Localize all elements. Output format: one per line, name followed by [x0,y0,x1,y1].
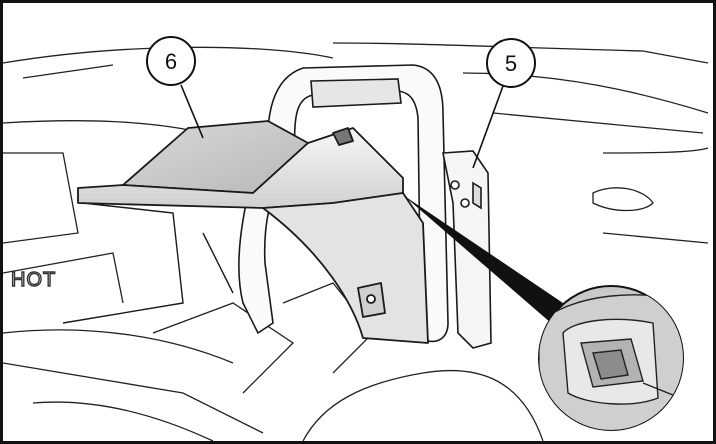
technical-illustration: HOT 6 5 [3,36,709,441]
callout-5: 5 [472,38,536,169]
magnifier-pointer [403,195,563,323]
vehicle-brand-text: HOT [11,269,56,291]
callout-6: 6 [146,36,204,139]
callout-6-label: 6 [165,49,177,74]
side-body-panel [62,202,234,324]
detail-magnifier [538,285,684,431]
callout-5-label: 5 [505,51,517,76]
rear-shroud-panel [77,120,429,344]
